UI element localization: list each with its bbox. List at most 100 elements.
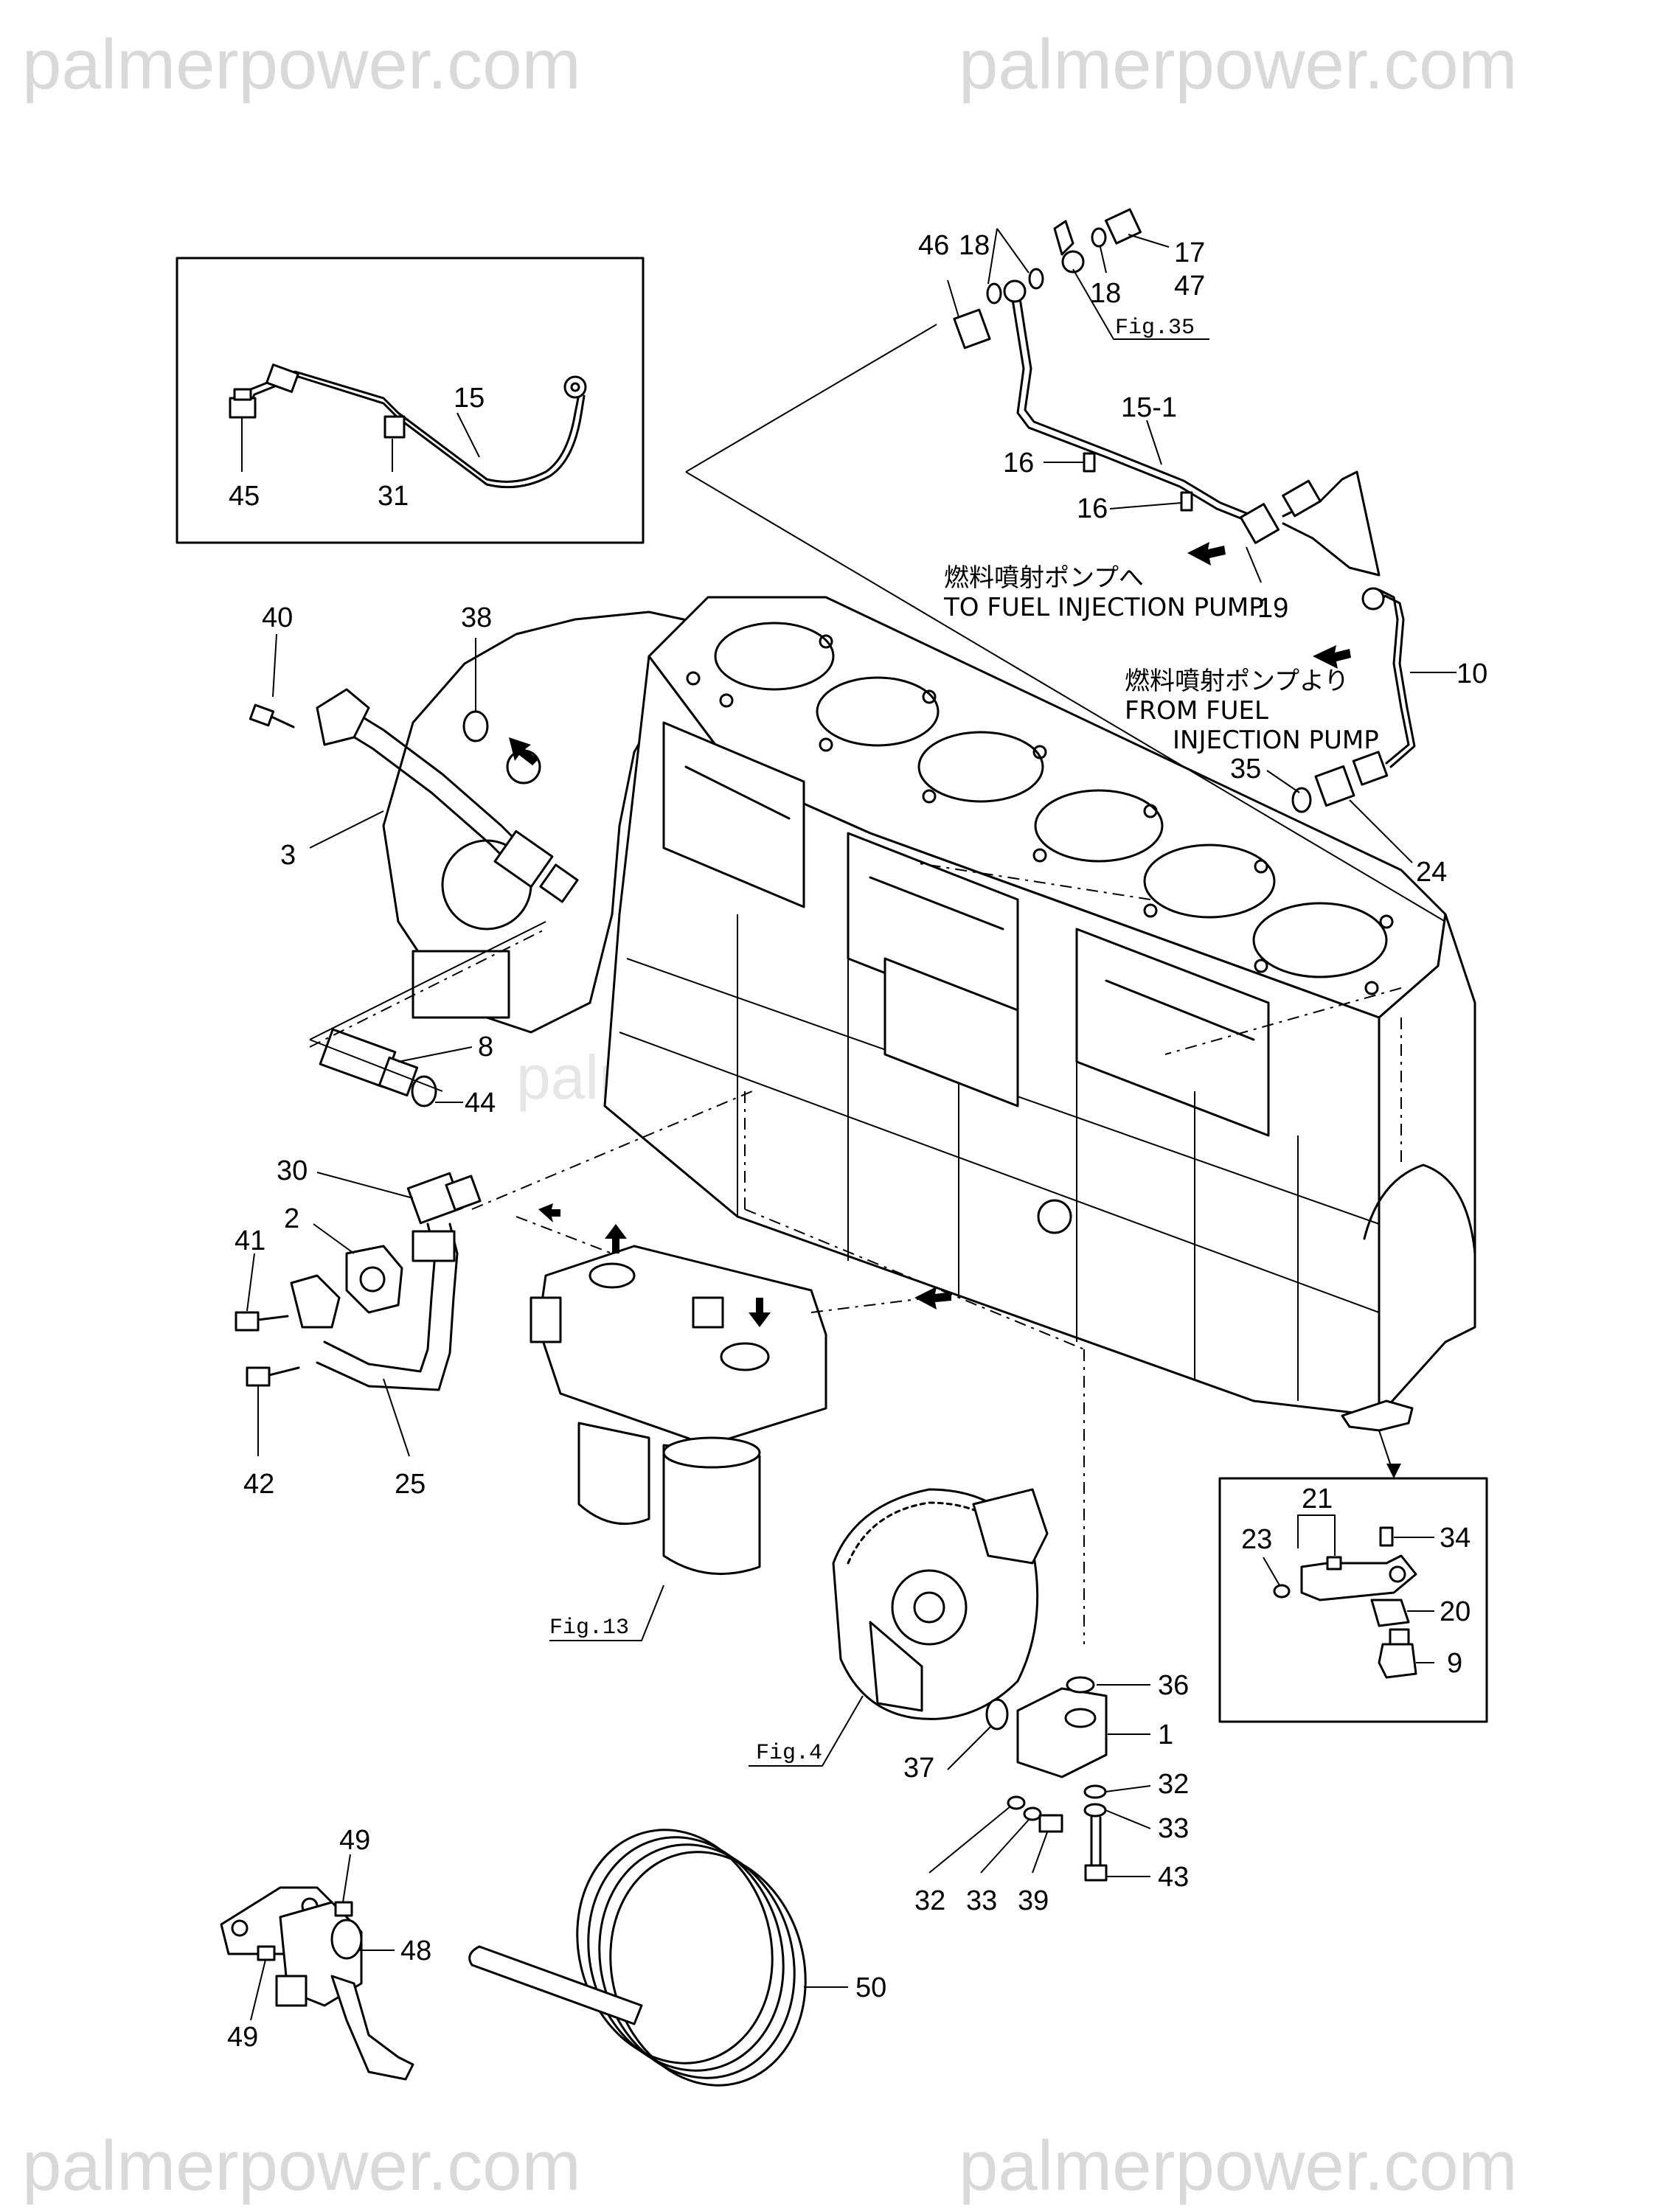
part-8-assembly: 8 44	[319, 1028, 496, 1119]
callout-38: 38	[461, 602, 492, 633]
callout-16-a: 16	[1003, 448, 1034, 479]
pipe-15-1-assembly: 18 46 17 47 18 Fig.35 15-1 16 16 19 燃料噴射…	[918, 208, 1381, 624]
callout-1: 1	[1158, 1719, 1173, 1750]
part-17-bolt	[1105, 208, 1142, 245]
part-20-bracket	[1370, 1599, 1410, 1627]
callout-2: 2	[284, 1203, 299, 1234]
part-46-fitting	[953, 308, 991, 349]
part-16-clip-b	[1180, 491, 1193, 512]
watermark-top-right: palmerpower.com	[959, 25, 1518, 104]
hose-loop-1	[576, 1829, 774, 2065]
part-33-washer-a	[1023, 1806, 1042, 1821]
part-18-washer-b	[1028, 268, 1044, 290]
pipe-15-nut	[265, 364, 299, 393]
callout-21: 21	[1302, 1484, 1333, 1514]
center-lines	[309, 862, 1402, 1644]
callout-50: 50	[855, 1972, 886, 2003]
callout-9: 9	[1447, 1648, 1462, 1679]
oil-filter-assembly: Fig.13	[530, 1224, 827, 1641]
arrow-from-pump	[1313, 645, 1351, 669]
callout-41: 41	[235, 1225, 265, 1256]
pipe-25-assembly: 30 2 41 42 25	[235, 1155, 482, 1500]
callout-30: 30	[277, 1155, 308, 1186]
note-to-pump-en: TO FUEL INJECTION PUMP	[943, 593, 1264, 622]
callout-49-bottom: 49	[227, 2022, 258, 2053]
inset-valve-assembly: 21 23 34 20 9	[1218, 1399, 1488, 1723]
part-41-bolt	[235, 1311, 260, 1332]
callout-15: 15	[454, 383, 485, 414]
part-36-oring	[1066, 1676, 1095, 1694]
callout-34: 34	[1440, 1523, 1471, 1554]
callout-18-top: 18	[959, 230, 990, 261]
part-2-gasket	[345, 1245, 403, 1314]
part-49-fitting-a	[334, 1901, 353, 1917]
callout-47: 47	[1174, 271, 1205, 302]
fig13-ref: Fig.13	[549, 1615, 629, 1641]
part-38-oring	[462, 710, 489, 742]
pump-handle	[330, 1975, 414, 2081]
pipe-15-1-line	[1010, 293, 1255, 525]
callout-17: 17	[1174, 237, 1205, 268]
arrow-filter-in	[749, 1298, 771, 1327]
hose-loop-4	[609, 1851, 807, 2087]
part-21-lever	[1300, 1554, 1417, 1601]
pipe-10-assembly: 10 35 24 燃料噴射ポンプより FROM FUEL INJECTION P…	[1125, 587, 1487, 888]
priming-pump-assembly: 49 49 48	[220, 1825, 431, 2081]
callout-42: 42	[243, 1469, 274, 1500]
callout-43: 43	[1158, 1862, 1189, 1893]
part-18-washer-c	[1091, 227, 1107, 248]
bore-4	[1034, 789, 1164, 863]
bore-5	[1143, 844, 1276, 919]
callout-25: 25	[395, 1469, 426, 1500]
part-39-bolt	[1038, 1814, 1063, 1833]
bore-3	[917, 731, 1044, 803]
part-24-fitting	[1314, 765, 1355, 807]
callout-44: 44	[465, 1088, 496, 1119]
side-window-3	[1075, 928, 1270, 1137]
part-45-connector	[229, 397, 257, 419]
part-18-washer-a	[986, 282, 1002, 305]
note-from-pump-en-1: FROM FUEL	[1125, 696, 1268, 726]
callout-19: 19	[1257, 593, 1288, 624]
hose-coil-50: 50	[468, 1829, 886, 2087]
bore-2	[816, 676, 940, 747]
hose-loop-2	[587, 1836, 785, 2072]
callout-3: 3	[280, 840, 296, 871]
callout-35: 35	[1230, 754, 1261, 785]
note-from-pump-jp: 燃料噴射ポンプより	[1125, 667, 1349, 696]
fig4-ref: Fig.4	[756, 1741, 822, 1766]
part-32-washer-b	[1083, 1784, 1107, 1799]
callout-33-right: 33	[1158, 1813, 1189, 1844]
part-34-spring	[1379, 1526, 1394, 1547]
callout-20: 20	[1440, 1596, 1471, 1627]
inset-frame	[176, 257, 645, 544]
adapter-1-assembly: 36 1 32 33 43 32 33 39	[914, 1670, 1189, 1916]
part-40-bolt	[249, 703, 275, 727]
part-37-oring	[985, 1698, 1009, 1731]
part-43-bolt	[1084, 1864, 1108, 1882]
callout-24: 24	[1416, 857, 1447, 888]
filter-element-2	[662, 1444, 761, 1576]
callout-16-b: 16	[1077, 493, 1108, 524]
part-19-fitting	[1239, 503, 1280, 544]
filter-element-1	[577, 1422, 650, 1526]
pipe-3-assembly: 40 38 3	[249, 602, 579, 903]
valve-in-block	[1341, 1399, 1414, 1432]
part-31-clip	[383, 415, 406, 439]
callout-46: 46	[918, 230, 949, 261]
watermark-top-left: palmerpower.com	[22, 25, 581, 104]
callout-49-top: 49	[339, 1825, 370, 1856]
part-1-adapter	[1016, 1687, 1108, 1778]
callout-33-bottom: 33	[966, 1885, 997, 1916]
part-9-plug	[1378, 1643, 1417, 1679]
callout-37: 37	[903, 1753, 934, 1784]
projection-lines	[309, 324, 1446, 1092]
inset-valve-frame	[1218, 1477, 1488, 1723]
side-window-1	[662, 721, 805, 908]
watermark-bottom-left: palmerpower.com	[22, 2126, 581, 2205]
pipe-15-line	[242, 370, 580, 483]
pipe-25-flange	[290, 1274, 341, 1329]
arrow-to-pump	[1187, 542, 1226, 566]
oil-pump-assembly: Fig.4 37	[749, 1488, 1049, 1784]
